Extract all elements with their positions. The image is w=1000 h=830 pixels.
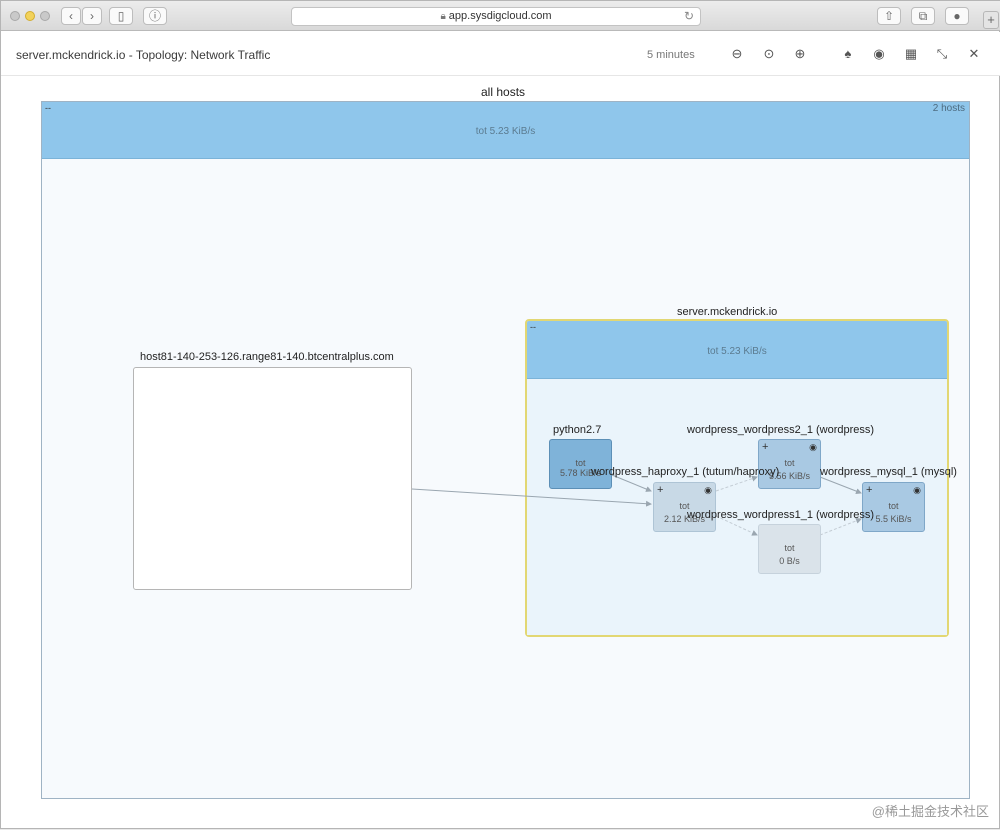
info-button[interactable]: ⓘ [143,7,167,25]
eye-icon[interactable]: ◉ [704,485,712,495]
node-mysql[interactable]: + ◉ tot 5.5 KiB/s [862,482,925,532]
extension-icon: ● [953,9,961,23]
edge-python-haproxy [611,474,652,492]
sidebar-icon: ▯ [117,9,125,23]
grid-icon[interactable]: ▦ [904,46,918,61]
reload-icon[interactable]: ↻ [683,9,694,23]
zoom-out-icon[interactable]: ⊖ [731,46,743,61]
node-mysql-label: wordpress_mysql_1 (mysql) [820,466,957,478]
node-wp1-label: wordpress_wordpress1_1 (wordpress) [687,509,875,521]
tabs-button[interactable]: ⧉ [911,7,935,25]
edge-wp1-mysql [819,518,862,536]
node-python-value: 5.78 KiB/s [559,468,602,478]
chevron-right-icon: › [90,9,94,23]
page-title: server.mckendrick.io - Topology: Network… [16,48,271,62]
collapse-toggle[interactable]: -- [45,103,51,113]
node-haproxy[interactable]: + ◉ tot 2.12 KiB/s [653,482,716,532]
edge-host1-haproxy [411,488,652,507]
edge-haproxy-wp2 [715,475,758,492]
fullscreen-icon[interactable]: ⤡ [936,46,948,61]
node-wp2[interactable]: + ◉ tot 5.56 KiB/s [758,439,821,489]
lock-icon: 🔒︎ [440,11,446,22]
app-header: server.mckendrick.io - Topology: Network… [1,32,1000,76]
close-icon[interactable]: ✕ [968,46,980,61]
edge-haproxy-wp1 [715,515,758,536]
server-collapse-toggle[interactable]: -- [530,322,536,332]
node-wp2-tot: tot [784,458,795,468]
node-python-tot: tot [575,458,586,468]
zoom-reset-icon[interactable]: ⊙ [763,46,775,61]
host1-group[interactable] [133,367,412,590]
node-wp2-label: wordpress_wordpress2_1 (wordpress) [687,424,875,436]
watermark: @稀土掘金技术社区 [871,804,989,819]
share-icon: ⇧ [883,9,895,23]
node-haproxy-value: 2.12 KiB/s [663,514,706,524]
close-window-button[interactable] [10,11,20,21]
minimize-window-button[interactable] [25,11,35,21]
expand-plus-icon[interactable]: + [762,441,769,453]
node-wp1-tot: tot [784,543,795,553]
node-python[interactable]: tot 5.78 KiB/s [549,439,612,489]
all-hosts-header[interactable]: -- 2 hosts tot 5.23 KiB/s [42,102,969,159]
host-count: 2 hosts [932,103,965,114]
alert-icon[interactable]: ♠ [844,46,852,61]
info-icon: ⓘ [148,9,161,23]
server-label: server.mckendrick.io [677,306,778,318]
all-hosts-total: tot 5.23 KiB/s [475,126,536,137]
all-hosts-label: all hosts [481,85,526,99]
node-mysql-tot: tot [888,501,899,511]
edge-wp2-mysql [819,476,862,494]
node-wp1[interactable]: tot 0 B/s [758,524,821,574]
back-button[interactable]: ‹ [61,7,81,25]
zoom-in-icon[interactable]: ⊕ [794,46,806,61]
tabs-icon: ⧉ [918,9,928,23]
forward-button[interactable]: › [82,7,102,25]
server-total: tot 5.23 KiB/s [707,346,767,357]
new-tab-button[interactable]: + [983,11,999,29]
extension-button[interactable]: ● [945,7,969,25]
help-icon[interactable]: ◉ [873,46,885,61]
share-button[interactable]: ⇧ [877,7,901,25]
url-text: app.sysdigcloud.com [448,10,552,22]
server-header[interactable]: -- tot 5.23 KiB/s [527,321,947,379]
host1-label: host81-140-253-126.range81-140.btcentral… [140,351,394,363]
chevron-left-icon: ‹ [69,9,73,23]
eye-icon[interactable]: ◉ [913,485,921,495]
node-haproxy-label: wordpress_haproxy_1 (tutum/haproxy) [591,466,780,478]
expand-plus-icon[interactable]: + [657,484,664,496]
node-mysql-value: 5.5 KiB/s [875,514,912,524]
node-wp1-value: 0 B/s [779,556,800,566]
eye-icon[interactable]: ◉ [809,442,817,452]
sidebar-toggle-button[interactable]: ▯ [109,7,133,25]
plus-icon: + [987,12,995,27]
expand-plus-icon[interactable]: + [866,484,873,496]
browser-toolbar: ‹ › ▯ ⓘ 🔒︎app.sysdigcloud.com ↻ ⇧ ⧉ ● + [1,1,1000,31]
maximize-window-button[interactable] [40,11,50,21]
time-range-selector[interactable]: 5 minutes [647,49,695,61]
node-python-label: python2.7 [553,424,602,436]
address-bar[interactable]: 🔒︎app.sysdigcloud.com ↻ [291,7,701,26]
node-wp2-value: 5.56 KiB/s [768,471,811,481]
node-haproxy-tot: tot [679,501,690,511]
